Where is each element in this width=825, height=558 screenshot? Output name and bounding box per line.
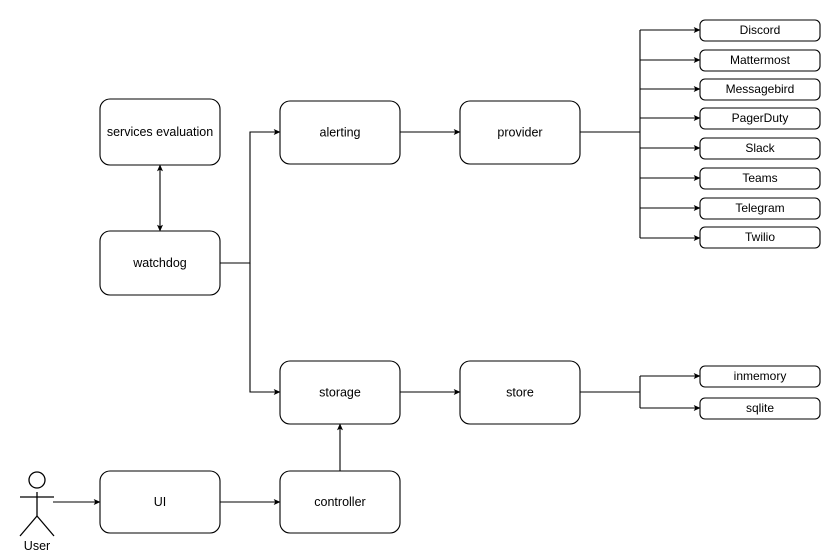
leaf-node-messagebird[interactable]: Messagebird bbox=[699, 78, 821, 101]
leaf-node-teams[interactable]: Teams bbox=[699, 167, 821, 190]
node-services-evaluation-label: services evaluation bbox=[107, 125, 213, 139]
node-provider-label: provider bbox=[497, 125, 542, 139]
leaf-node-messagebird-label: Messagebird bbox=[726, 82, 795, 96]
actor-leg-left bbox=[19, 515, 38, 537]
node-controller[interactable]: controller bbox=[279, 470, 401, 534]
leaf-nodes-layer: DiscordMattermostMessagebirdPagerDutySla… bbox=[699, 19, 821, 420]
node-services-evaluation-box[interactable] bbox=[99, 98, 221, 166]
leaf-node-twilio-label: Twilio bbox=[745, 230, 775, 244]
leaf-node-slack-box[interactable] bbox=[699, 137, 821, 160]
store-fanout bbox=[580, 372, 701, 412]
leaf-node-teams-label: Teams bbox=[742, 171, 777, 185]
node-storage[interactable]: storage bbox=[279, 360, 401, 425]
leaf-node-mattermost-label: Mattermost bbox=[730, 53, 791, 67]
node-provider-box[interactable] bbox=[459, 100, 581, 165]
leaf-node-discord[interactable]: Discord bbox=[699, 19, 821, 42]
provider-fanout bbox=[580, 26, 701, 242]
leaf-node-mattermost[interactable]: Mattermost bbox=[699, 49, 821, 72]
leaf-node-pagerduty-label: PagerDuty bbox=[732, 111, 789, 125]
leaf-node-teams-box[interactable] bbox=[699, 167, 821, 190]
leaf-node-telegram-box[interactable] bbox=[699, 197, 821, 220]
edge-watchdog-alerting bbox=[220, 128, 281, 264]
edge-watchdog-storage bbox=[249, 263, 281, 396]
node-store-box[interactable] bbox=[459, 360, 581, 425]
node-controller-box[interactable] bbox=[279, 470, 401, 534]
node-storage-box[interactable] bbox=[279, 360, 401, 425]
nodes-layer: services evaluation watchdog alerting provi… bbox=[99, 98, 581, 534]
leaf-node-telegram[interactable]: Telegram bbox=[699, 197, 821, 220]
actor-head-icon bbox=[28, 471, 46, 489]
node-controller-label: controller bbox=[314, 495, 365, 509]
leaf-node-discord-box[interactable] bbox=[699, 19, 821, 42]
leaf-node-mattermost-box[interactable] bbox=[699, 49, 821, 72]
leaf-node-sqlite-box[interactable] bbox=[699, 397, 821, 420]
leaf-node-twilio-box[interactable] bbox=[699, 226, 821, 249]
node-ui[interactable]: UI bbox=[99, 470, 221, 534]
leaf-node-messagebird-box[interactable] bbox=[699, 78, 821, 101]
leaf-node-slack-label: Slack bbox=[745, 141, 775, 155]
leaf-node-sqlite-label: sqlite bbox=[746, 401, 774, 415]
node-alerting-box[interactable] bbox=[279, 100, 401, 165]
user-actor: User bbox=[19, 471, 55, 553]
leaf-node-inmemory-label: inmemory bbox=[734, 369, 787, 383]
node-watchdog-box[interactable] bbox=[99, 230, 221, 296]
node-alerting-label: alerting bbox=[320, 125, 361, 139]
node-watchdog[interactable]: watchdog bbox=[99, 230, 221, 296]
leaf-node-pagerduty[interactable]: PagerDuty bbox=[699, 107, 821, 130]
leaf-node-discord-label: Discord bbox=[740, 23, 781, 37]
node-provider[interactable]: provider bbox=[459, 100, 581, 165]
leaf-node-slack[interactable]: Slack bbox=[699, 137, 821, 160]
leaf-node-twilio[interactable]: Twilio bbox=[699, 226, 821, 249]
edges-layer bbox=[53, 128, 461, 506]
actor-leg-right bbox=[36, 515, 55, 537]
actor-label: User bbox=[24, 539, 50, 553]
node-watchdog-label: watchdog bbox=[132, 256, 187, 270]
node-services-evaluation[interactable]: services evaluation bbox=[99, 98, 221, 166]
leaf-node-inmemory[interactable]: inmemory bbox=[699, 365, 821, 388]
leaf-node-inmemory-box[interactable] bbox=[699, 365, 821, 388]
node-ui-label: UI bbox=[154, 495, 167, 509]
node-storage-label: storage bbox=[319, 385, 361, 399]
node-alerting[interactable]: alerting bbox=[279, 100, 401, 165]
fanouts-layer bbox=[580, 26, 701, 412]
node-ui-box[interactable] bbox=[99, 470, 221, 534]
node-store-label: store bbox=[506, 385, 534, 399]
leaf-node-pagerduty-box[interactable] bbox=[699, 107, 821, 130]
leaf-node-sqlite[interactable]: sqlite bbox=[699, 397, 821, 420]
node-store[interactable]: store bbox=[459, 360, 581, 425]
leaf-node-telegram-label: Telegram bbox=[735, 201, 784, 215]
